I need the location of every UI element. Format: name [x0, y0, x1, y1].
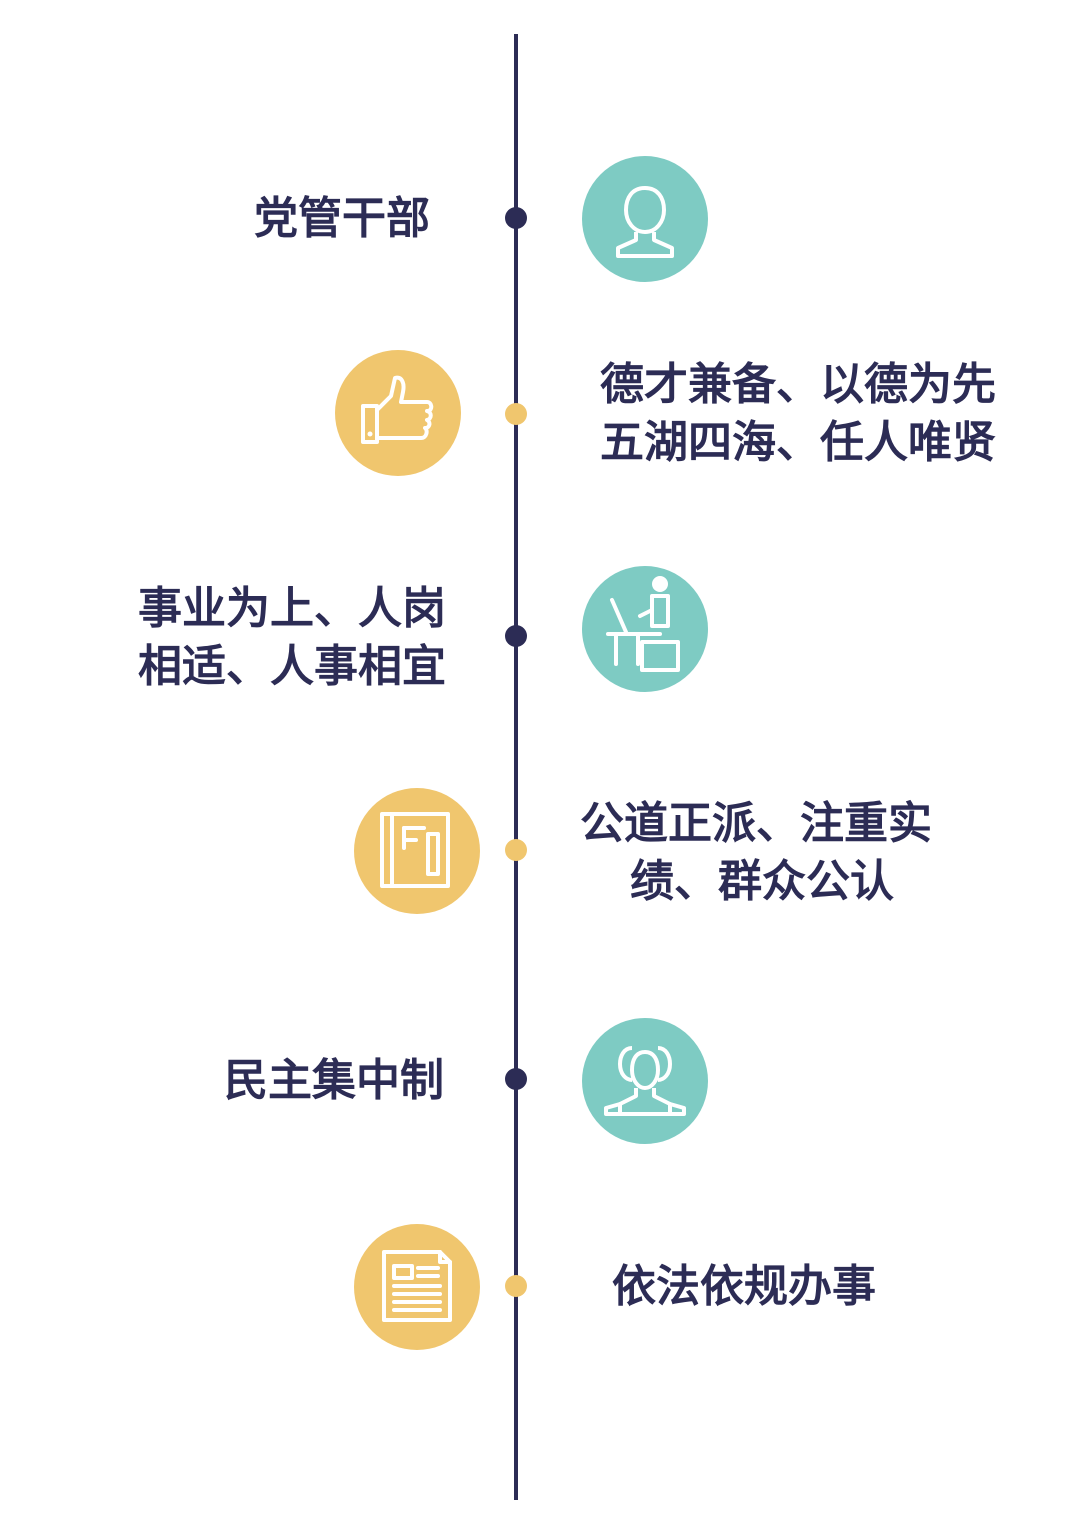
- item-label-3-line-1: 事业为上、人岗: [138, 583, 446, 634]
- thumbs-up-icon: [361, 375, 434, 444]
- item-label-3-line-2: 相适、人事相宜: [138, 641, 446, 692]
- icon-circle-5: [582, 1018, 708, 1144]
- timeline-axis: [514, 34, 518, 1500]
- timeline-node-6: [505, 1275, 527, 1297]
- timeline-node-1: [505, 207, 527, 229]
- user-icon: [616, 186, 674, 258]
- timeline-node-3: [505, 625, 527, 647]
- icon-circle-1: [582, 156, 708, 282]
- item-label-3: 事业为上、人岗 相适、人事相宜: [138, 580, 446, 696]
- item-label-6: 依法依规办事: [612, 1258, 876, 1316]
- item-label-1: 党管干部: [254, 190, 430, 248]
- item-label-4-line-2: 绩、群众公认: [630, 856, 894, 907]
- icon-circle-2: [335, 350, 461, 476]
- item-label-2-line-2: 五湖四海、任人唯贤: [600, 417, 996, 468]
- notebook-icon: [380, 812, 450, 888]
- item-label-2: 德才兼备、以德为先 五湖四海、任人唯贤: [600, 356, 996, 472]
- icon-circle-3: [582, 566, 708, 692]
- item-label-5: 民主集中制: [224, 1052, 444, 1110]
- timeline-node-5: [505, 1068, 527, 1090]
- icon-circle-4: [354, 788, 480, 914]
- group-icon: [604, 1046, 686, 1116]
- item-label-2-line-1: 德才兼备、以德为先: [600, 359, 996, 410]
- item-label-4: 公道正派、注重实 绩、群众公认: [580, 795, 932, 911]
- item-label-5-line-1: 民主集中制: [224, 1055, 444, 1106]
- item-label-6-line-1: 依法依规办事: [612, 1261, 876, 1312]
- item-label-4-line-1: 公道正派、注重实: [580, 798, 932, 849]
- item-label-1-line-1: 党管干部: [254, 193, 430, 244]
- newspaper-icon: [382, 1250, 452, 1322]
- timeline-node-4: [505, 839, 527, 861]
- desk-worker-icon: [606, 576, 680, 672]
- timeline-node-2: [505, 403, 527, 425]
- icon-circle-6: [354, 1224, 480, 1350]
